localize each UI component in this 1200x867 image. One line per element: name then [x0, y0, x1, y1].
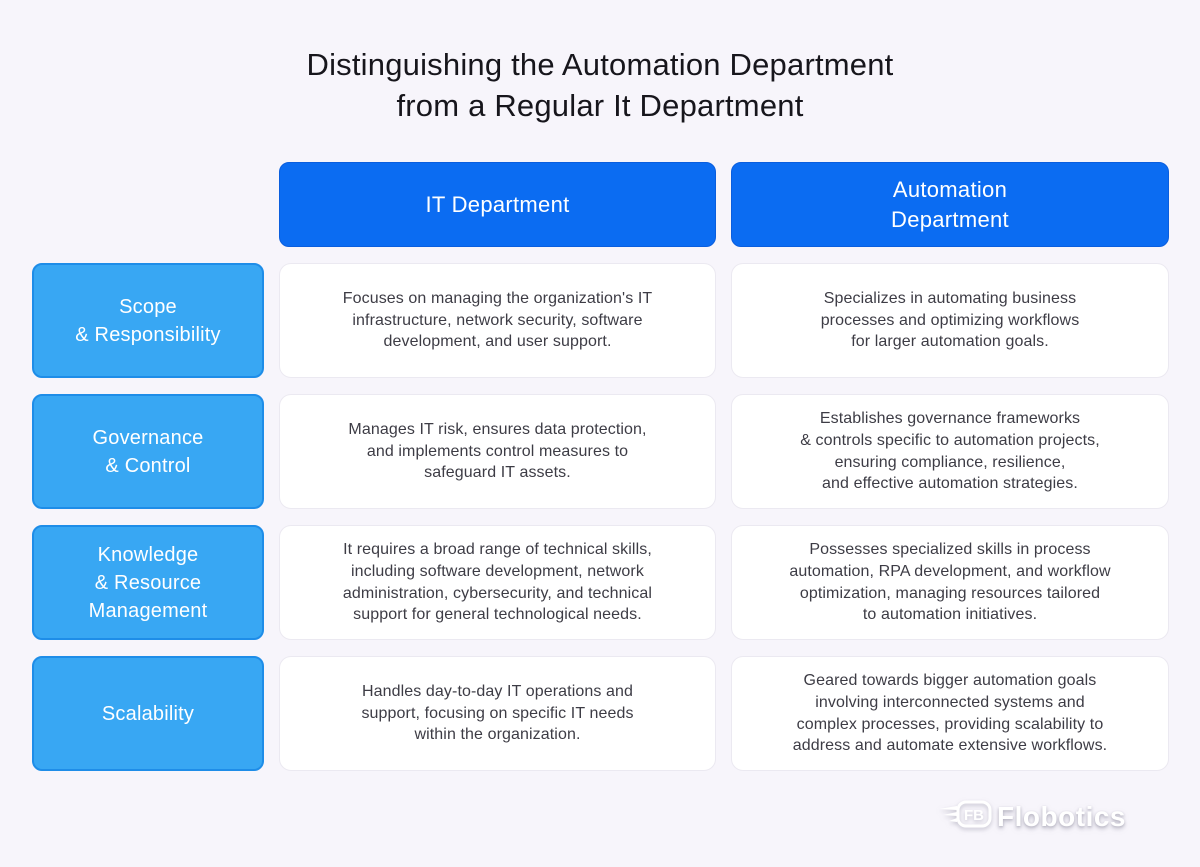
row-header-scalability: Scalability: [32, 656, 264, 771]
logo-badge-letters: FB: [964, 807, 984, 824]
cell-governance-it: Manages IT risk, ensures data protection…: [279, 394, 716, 509]
flobotics-logo: FB Flobotics: [937, 796, 1126, 837]
table-corner-spacer: [32, 162, 264, 247]
flobotics-logo-icon: FB: [937, 796, 993, 837]
cell-scalability-it: Handles day-to-day IT operations and sup…: [279, 656, 716, 771]
column-header-it-department: IT Department: [279, 162, 716, 247]
cell-governance-automation: Establishes governance frameworks & cont…: [731, 394, 1169, 509]
comparison-table: IT Department Automation Department Scop…: [32, 162, 1169, 771]
cell-knowledge-it: It requires a broad range of technical s…: [279, 525, 716, 640]
page-title: Distinguishing the Automation Department…: [306, 47, 894, 124]
cell-scope-it: Focuses on managing the organization's I…: [279, 263, 716, 378]
row-header-governance-control: Governance & Control: [32, 394, 264, 509]
flobotics-logo-text: Flobotics: [997, 800, 1126, 832]
row-header-scope-responsibility: Scope & Responsibility: [32, 263, 264, 378]
cell-scope-automation: Specializes in automating business proce…: [731, 263, 1169, 378]
cell-scalability-automation: Geared towards bigger automation goals i…: [731, 656, 1169, 771]
row-header-knowledge-resource-management: Knowledge & Resource Management: [32, 525, 264, 640]
cell-knowledge-automation: Possesses specialized skills in process …: [731, 525, 1169, 640]
column-header-automation-department: Automation Department: [731, 162, 1169, 247]
